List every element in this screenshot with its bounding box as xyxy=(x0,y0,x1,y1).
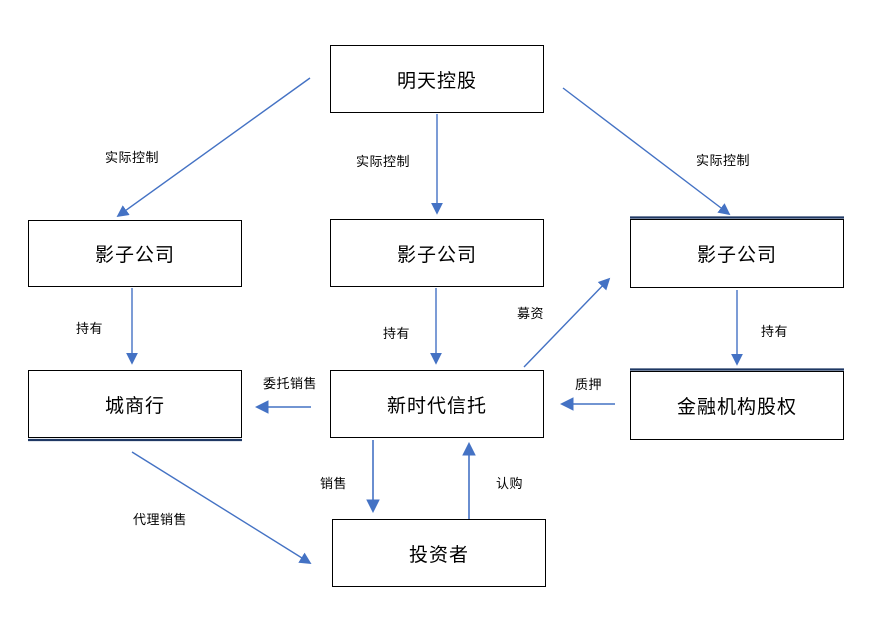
edge-label-actual-control-right: 实际控制 xyxy=(696,153,751,168)
node-shadow-company-mid-label: 影子公司 xyxy=(396,244,477,266)
node-investors-label: 投资者 xyxy=(408,544,469,566)
node-shadow-company-left: 影子公司 xyxy=(28,220,242,287)
arrow-agency-sales xyxy=(131,451,312,564)
node-tomorrow-holdings: 明天控股 xyxy=(330,45,544,113)
edge-label-agency-sales: 代理销售 xyxy=(133,512,188,527)
edge-label-sales: 销售 xyxy=(320,476,348,491)
arrow-fundraising xyxy=(523,277,611,368)
node-financial-institution-equity-label: 金融机构股权 xyxy=(676,397,797,418)
node-city-commercial-bank: 城商行 xyxy=(28,370,242,438)
edge-label-entrusted-sales: 委托销售 xyxy=(263,376,318,391)
node-shadow-company-right: 影子公司 xyxy=(630,219,844,288)
node-investors: 投资者 xyxy=(332,519,546,587)
node-shadow-company-mid: 影子公司 xyxy=(330,219,544,287)
node-new-era-trust: 新时代信托 xyxy=(330,370,544,438)
node-shadow-company-right-label: 影子公司 xyxy=(696,245,777,266)
arrow-actual-control-right xyxy=(562,87,731,216)
node-tomorrow-holdings-label: 明天控股 xyxy=(396,70,477,92)
edge-label-hold-right: 持有 xyxy=(761,324,789,339)
edge-label-hold-mid: 持有 xyxy=(383,326,411,341)
edge-label-actual-control-mid: 实际控制 xyxy=(356,154,411,169)
arrow-actual-control-left xyxy=(116,77,311,218)
edge-label-actual-control-left: 实际控制 xyxy=(105,150,160,165)
node-new-era-trust-label: 新时代信托 xyxy=(386,395,487,417)
edge-label-fundraising: 募资 xyxy=(517,306,545,321)
node-city-commercial-bank-label: 城商行 xyxy=(104,395,165,417)
node-shadow-company-left-label: 影子公司 xyxy=(94,245,175,266)
edge-label-subscription: 认购 xyxy=(496,476,524,491)
edge-label-pledge: 质押 xyxy=(575,377,603,392)
edge-label-hold-left: 持有 xyxy=(76,321,104,336)
node-financial-institution-equity: 金融机构股权 xyxy=(630,371,844,440)
